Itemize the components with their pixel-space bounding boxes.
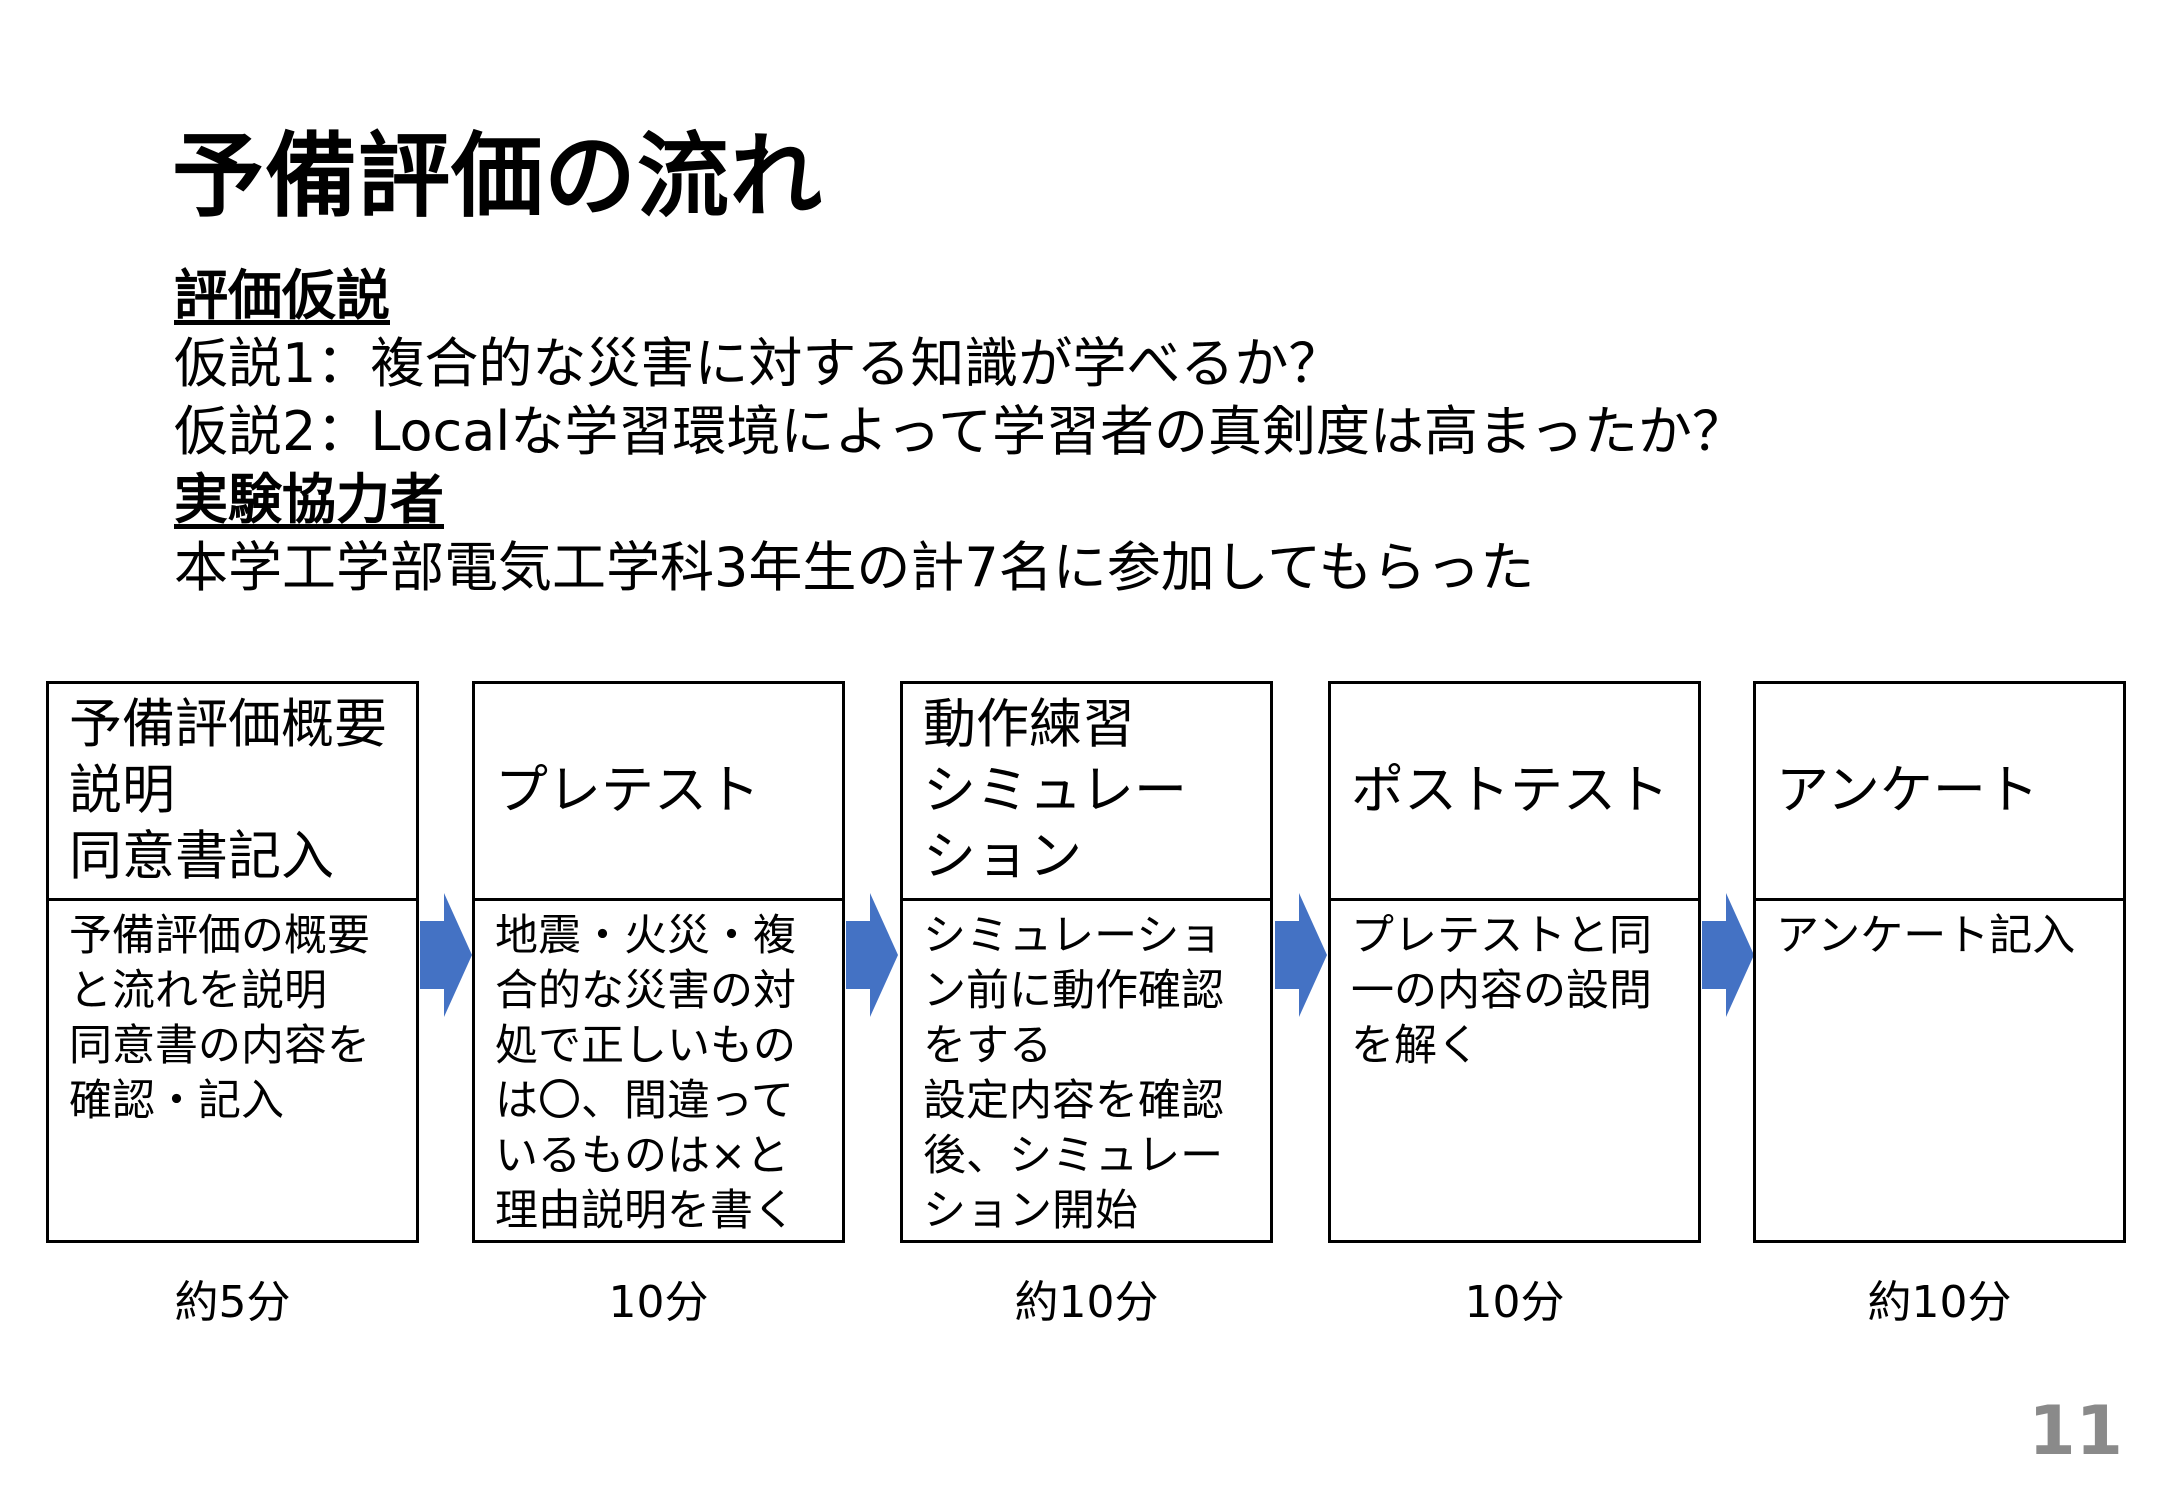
hypothesis-heading: 評価仮説 xyxy=(174,264,390,327)
step-box-2: プレテスト 地震・火災・複 合的な災害の対 処で正しいもの は〇、間違って いる… xyxy=(472,681,845,1243)
arrow-right-icon xyxy=(846,893,898,1017)
step-description-5: アンケート記入 xyxy=(1776,911,2076,961)
step-description-4: プレテストと同 一の内容の設問 を解く xyxy=(1351,911,1652,1071)
step-box-4: ポストテスト プレテストと同 一の内容の設問 を解く xyxy=(1328,681,1701,1243)
step-title-5: アンケート xyxy=(1756,684,2123,901)
step-duration-1: 約5分 xyxy=(174,1277,291,1328)
arrow-right-icon xyxy=(420,893,472,1017)
page-number: 11 xyxy=(2028,1392,2123,1471)
hypothesis-2: 仮説2：Localな学習環境によって学習者の真剣度は高まったか？ xyxy=(174,400,1746,463)
step-title-4: ポストテスト xyxy=(1331,684,1698,901)
step-duration-3: 約10分 xyxy=(1014,1277,1159,1328)
participants-heading: 実験協力者 xyxy=(174,468,444,531)
step-title-2: プレテスト xyxy=(475,684,842,901)
step-duration-4: 10分 xyxy=(1464,1277,1565,1328)
step-title-3: 動作練習 シミュレー ション xyxy=(903,684,1270,901)
step-description-2: 地震・火災・複 合的な災害の対 処で正しいもの は〇、間違って いるものは×と … xyxy=(495,911,796,1236)
slide-title: 予備評価の流れ xyxy=(172,123,824,230)
step-description-3: シミュレーショ ン前に動作確認 をする 設定内容を確認 後、シミュレー ション開… xyxy=(923,911,1224,1236)
hypothesis-1: 仮説1：複合的な災害に対する知識が学べるか？ xyxy=(174,332,1343,395)
arrow-right-icon xyxy=(1275,893,1327,1017)
participants-text: 本学工学部電気工学科3年生の計7名に参加してもらった xyxy=(174,536,1535,599)
step-duration-2: 10分 xyxy=(608,1277,709,1328)
arrow-right-icon xyxy=(1702,893,1754,1017)
slide-body: 評価仮説 仮説1：複合的な災害に対する知識が学べるか？ 仮説2：Localな学習… xyxy=(174,262,1746,602)
step-duration-5: 約10分 xyxy=(1867,1277,2012,1328)
step-description-1: 予備評価の概要 と流れを説明 同意書の内容を 確認・記入 xyxy=(69,911,370,1126)
step-box-1: 予備評価概要 説明 同意書記入 予備評価の概要 と流れを説明 同意書の内容を 確… xyxy=(46,681,419,1243)
step-title-1: 予備評価概要 説明 同意書記入 xyxy=(49,684,416,901)
step-box-5: アンケート アンケート記入 xyxy=(1753,681,2126,1243)
step-box-3: 動作練習 シミュレー ション シミュレーショ ン前に動作確認 をする 設定内容を… xyxy=(900,681,1273,1243)
